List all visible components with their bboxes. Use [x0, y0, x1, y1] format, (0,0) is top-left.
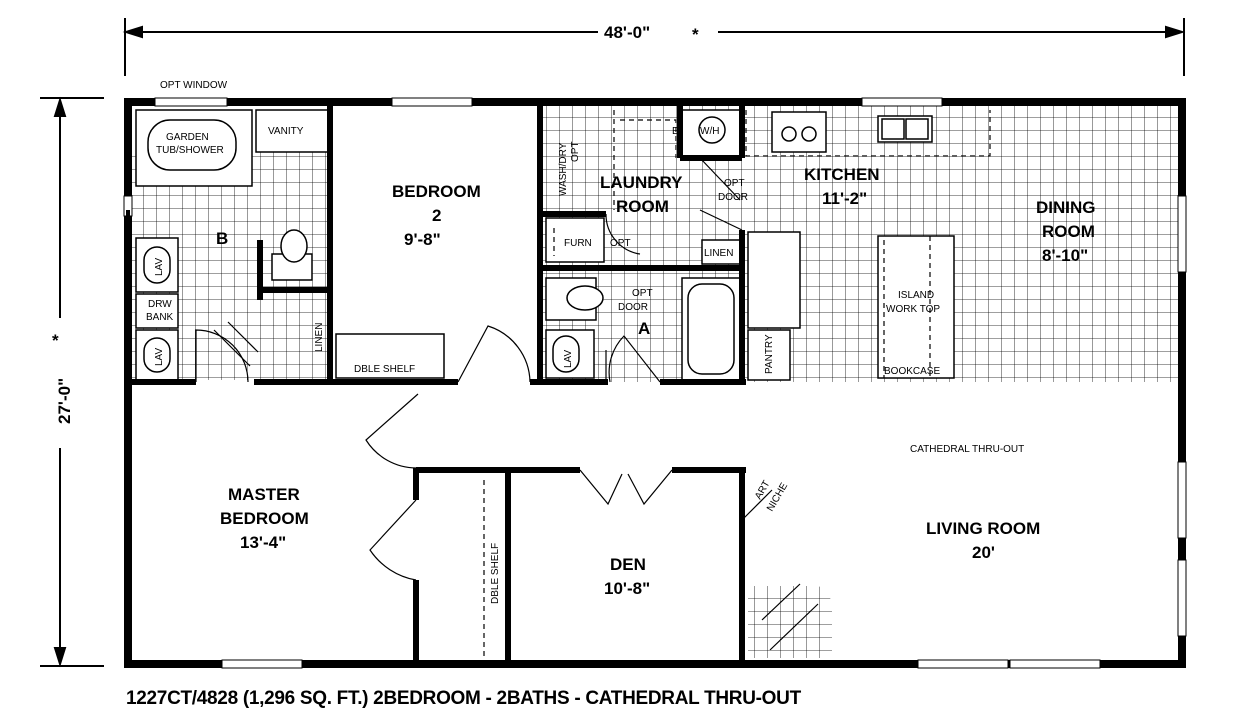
wash-dry-opt-label: OPT — [570, 141, 581, 162]
island-label-2: WORK TOP — [886, 304, 940, 315]
bath-b-label: B — [216, 229, 228, 248]
width-dimension: 48'-0" — [604, 23, 650, 42]
furn-opt-label: OPT — [610, 238, 631, 249]
kitchen-name: KITCHEN — [804, 165, 880, 184]
pantry-label: PANTRY — [764, 334, 775, 374]
wash-dry-label: WASH/DRY — [558, 142, 569, 196]
depth-dimension: 27'-0" — [55, 378, 74, 424]
interior-walls — [126, 104, 746, 664]
laundry-name-2: ROOM — [616, 197, 669, 216]
e-label: E — [672, 126, 679, 137]
den-name: DEN — [610, 555, 646, 574]
bath-a-label: A — [638, 319, 650, 338]
plan-caption: 1227CT/4828 (1,296 SQ. FT.) 2BEDROOM - 2… — [126, 688, 801, 709]
garden-tub-label: GARDEN — [166, 132, 209, 143]
dashed-outlines — [483, 110, 991, 656]
laundry-name: LAUNDRY — [600, 173, 683, 192]
bookcase-label: BOOKCASE — [884, 366, 940, 377]
living-name: LIVING ROOM — [926, 519, 1040, 538]
master-name-2: BEDROOM — [220, 509, 309, 528]
furn-label: FURN — [564, 238, 592, 249]
dimension-lines — [40, 18, 1186, 668]
cathedral-label: CATHEDRAL THRU-OUT — [910, 444, 1024, 455]
lav-label: LAV — [154, 348, 165, 366]
bedroom2-name: BEDROOM — [392, 182, 481, 201]
fixtures — [135, 109, 955, 381]
plan-labels: 48'-0" * 27'-0" * OPT WINDOW GARDEN TUB/… — [52, 23, 1096, 604]
dining-name-2: ROOM — [1042, 222, 1095, 241]
bedroom2-number: 2 — [432, 206, 441, 225]
master-size: 13'-4" — [240, 533, 286, 552]
drw-bank-label: DRW — [148, 299, 172, 310]
den-size: 10'-8" — [604, 579, 650, 598]
linen-label: LINEN — [704, 248, 733, 259]
dining-size: 8'-10" — [1042, 246, 1088, 265]
dining-name: DINING — [1036, 198, 1096, 217]
opt-door-label-2: DOOR — [718, 192, 748, 203]
windows — [123, 97, 1187, 669]
opt-door-label-2: DOOR — [618, 302, 648, 313]
wh-label: W/H — [700, 126, 719, 137]
living-size: 20' — [972, 543, 995, 562]
kitchen-size: 11'-2" — [822, 189, 867, 208]
art-niche-label: ART — [753, 479, 772, 502]
opt-door-label: OPT — [632, 288, 653, 299]
depth-mark: * — [52, 331, 59, 350]
drw-bank-label-2: BANK — [146, 312, 174, 323]
lav-label: LAV — [563, 350, 574, 368]
door-swings — [195, 157, 819, 651]
lav-label: LAV — [154, 258, 165, 276]
vanity-label: VANITY — [268, 126, 304, 137]
bedroom2-size: 9'-8" — [404, 230, 441, 249]
tile-floor — [132, 104, 1178, 658]
dble-shelf-label: DBLE SHELF — [354, 364, 415, 375]
master-name: MASTER — [228, 485, 300, 504]
linen-label: LINEN — [314, 323, 325, 352]
opt-door-label: OPT — [724, 178, 745, 189]
island-label: ISLAND — [898, 290, 934, 301]
opt-window-label: OPT WINDOW — [160, 80, 228, 91]
garden-tub-label-2: TUB/SHOWER — [156, 145, 224, 156]
dble-shelf-label: DBLE SHELF — [490, 543, 501, 604]
width-mark: * — [692, 25, 699, 44]
